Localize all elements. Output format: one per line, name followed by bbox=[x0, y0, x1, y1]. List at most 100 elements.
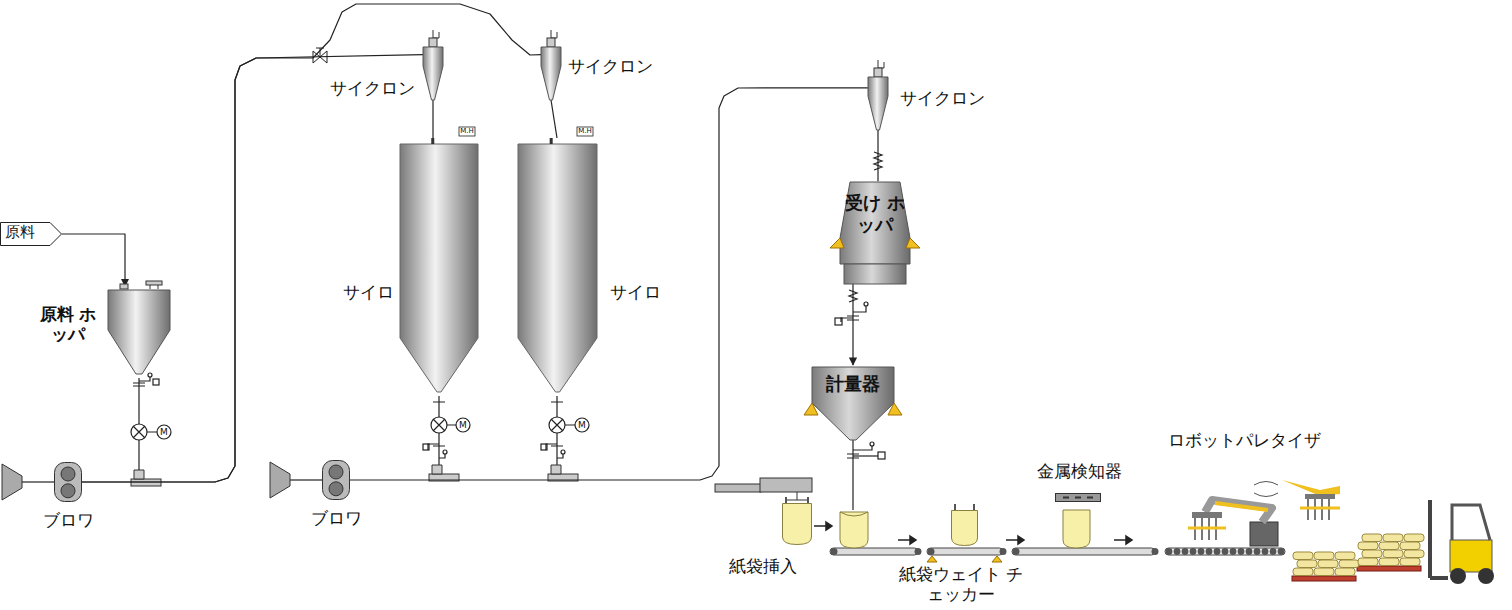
feed-pipes bbox=[428, 444, 557, 450]
silo-shape bbox=[518, 144, 597, 392]
cyclone-shape bbox=[547, 38, 555, 47]
conveyor-roller bbox=[1254, 548, 1261, 555]
pipe-tee bbox=[432, 465, 442, 474]
weigh-sensor bbox=[927, 556, 937, 562]
detector-shape bbox=[1063, 497, 1093, 499]
bag-stack bbox=[1379, 558, 1399, 566]
hopper-shape bbox=[108, 288, 170, 378]
bag-stack bbox=[1379, 542, 1399, 550]
feed-pipes bbox=[139, 377, 150, 381]
bag-inserter bbox=[715, 484, 761, 492]
rotary-valve bbox=[147, 425, 575, 432]
cyclone-shape bbox=[551, 30, 557, 38]
robot-arm bbox=[1300, 507, 1340, 510]
blower-shape bbox=[61, 467, 75, 481]
conveyor-roller bbox=[1270, 548, 1277, 555]
pallet bbox=[1357, 566, 1421, 571]
rotary-valve bbox=[157, 425, 171, 439]
rhopper-shape bbox=[844, 264, 906, 284]
silo-shape bbox=[550, 138, 553, 144]
conveyor bbox=[830, 548, 918, 555]
node-label: ロボットパレタイザ bbox=[1168, 430, 1338, 450]
tag-shape bbox=[1, 223, 62, 246]
node-label: サイロ bbox=[334, 282, 394, 302]
robot-arm bbox=[1250, 522, 1278, 546]
feed-pipes bbox=[148, 373, 152, 377]
feed-pipes bbox=[433, 401, 563, 402]
bag-node: 紙袋挿入 bbox=[782, 503, 812, 545]
blower-shape bbox=[323, 461, 350, 500]
blower-node: ブロワ bbox=[54, 462, 82, 502]
flow-arrow bbox=[826, 522, 832, 530]
pipe-connector bbox=[350, 88, 868, 480]
forklift bbox=[1450, 568, 1466, 584]
conveyor-roller bbox=[1246, 548, 1253, 555]
rotary-valve bbox=[575, 418, 589, 432]
bag-stack bbox=[1362, 534, 1382, 542]
detector-shape bbox=[1056, 494, 1101, 502]
bag-shape bbox=[951, 510, 978, 546]
bag-stack bbox=[1314, 552, 1334, 560]
blower-inlet bbox=[270, 462, 290, 498]
weigher-shape bbox=[812, 367, 894, 440]
pipe-tee bbox=[551, 465, 561, 474]
pipe-connector bbox=[82, 4, 541, 482]
rotary-valve bbox=[131, 424, 147, 440]
rotary-valve bbox=[549, 417, 565, 433]
cyclone-shape bbox=[878, 60, 884, 68]
blower-shape bbox=[55, 463, 82, 502]
silo-shape bbox=[431, 138, 434, 144]
node-label: サイクロン bbox=[900, 88, 1010, 108]
forklift bbox=[1430, 500, 1448, 578]
bag-stack bbox=[1318, 560, 1338, 568]
mh-box bbox=[459, 127, 475, 136]
silo-node: サイロ bbox=[400, 138, 478, 396]
forklift bbox=[1478, 568, 1494, 584]
feed-pipes bbox=[853, 455, 878, 456]
hopper-shape bbox=[146, 281, 162, 285]
feed-pipes bbox=[870, 442, 874, 446]
bag-inserter bbox=[715, 478, 812, 500]
conveyor-roller bbox=[1000, 548, 1007, 555]
conveyor-roller bbox=[1214, 548, 1221, 555]
rotary-valve bbox=[456, 418, 470, 432]
rotary-valve bbox=[433, 419, 445, 431]
node-text: 計量器 bbox=[821, 373, 886, 395]
mh-box bbox=[577, 127, 593, 136]
bag-stack bbox=[1404, 550, 1424, 558]
cyclone-shape bbox=[541, 47, 561, 100]
bag-stack bbox=[1314, 568, 1334, 576]
pipe-tee bbox=[131, 465, 578, 486]
conveyor bbox=[830, 548, 1285, 555]
motor-label: M bbox=[456, 418, 470, 432]
forklift bbox=[1450, 540, 1492, 572]
node-label: 紙袋ウェイト チェッカー bbox=[895, 564, 1027, 604]
bag-inserter bbox=[786, 492, 808, 500]
cyclone-shape bbox=[874, 68, 882, 77]
flow-arrow bbox=[898, 539, 910, 541]
hopper-node: 原料 ホッパ bbox=[108, 288, 170, 378]
feed-pipes bbox=[541, 444, 547, 450]
hopper-shape bbox=[108, 290, 170, 374]
bag-stack bbox=[1400, 542, 1420, 550]
flow-arrow bbox=[1126, 536, 1132, 544]
pallet bbox=[1292, 576, 1356, 581]
motor-label: M bbox=[157, 425, 171, 439]
rotary-valve bbox=[551, 419, 563, 431]
rotary-valve bbox=[131, 417, 589, 440]
tag-node: 原料 bbox=[0, 222, 62, 246]
flow-arrow bbox=[910, 536, 916, 544]
feed-pipes bbox=[841, 318, 853, 322]
forklift bbox=[1452, 505, 1490, 540]
cyclone-shape bbox=[541, 38, 561, 100]
bag-stack bbox=[1293, 552, 1313, 560]
pipe-connector bbox=[432, 100, 433, 138]
feed-pipes bbox=[290, 479, 322, 480]
conveyor-roller bbox=[1182, 548, 1189, 555]
feed-pipes bbox=[561, 450, 565, 454]
node-label: サイクロン bbox=[568, 56, 678, 76]
feed-pipes bbox=[22, 481, 54, 482]
bag-shape bbox=[783, 504, 812, 545]
robot-node: ロボットパレタイザ bbox=[1182, 478, 1286, 548]
node-label: ブロワ bbox=[28, 510, 108, 530]
